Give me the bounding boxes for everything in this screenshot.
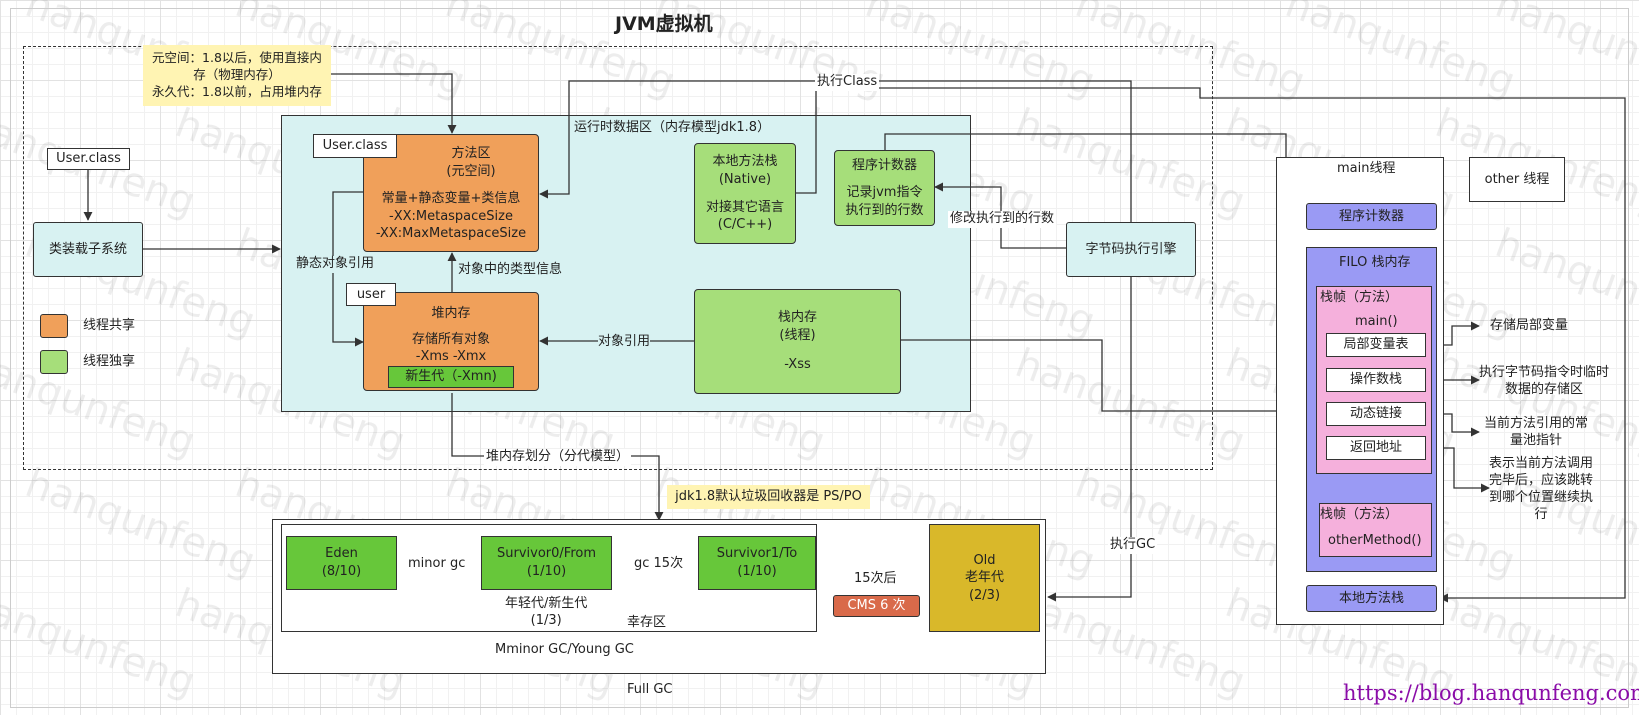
method-area-content: 常量+静态变量+类信息 -XX:MetaspaceSize -XX:MaxMet… <box>375 191 527 242</box>
survivor1-space: Survivor1/To (1/10) <box>698 536 816 590</box>
metaspace-note: 元空间：1.8以后，使用直接内 存（物理内存） 永久代：1.8以前，占用堆内存 <box>143 45 331 106</box>
edge-pc-main <box>884 133 1307 222</box>
after15-label: 15次后 <box>852 571 899 588</box>
user-class-file: User.class <box>47 148 130 170</box>
full-gc-label: Full GC <box>627 682 673 697</box>
edge-stack-main <box>900 339 1307 416</box>
survivor-label: 幸存区 <box>627 615 667 630</box>
runtime-data-area-label: 运行时数据区（内存模型jdk1.8） <box>574 120 771 135</box>
return-address: 返回地址 <box>1326 436 1426 460</box>
main-stack-title: FILO 栈内存 <box>1339 255 1411 270</box>
diagram-title: JVM虚拟机 <box>615 13 713 35</box>
frame-main-method: main() <box>1355 314 1398 329</box>
edge-exec-gc <box>1047 451 1132 602</box>
pc-title: 程序计数器 <box>851 157 917 173</box>
desc-operand: 执行字节码指令时临时 数据的存储区 <box>1479 365 1610 397</box>
gc-note: jdk1.8默认垃圾回收器是 PS/PO <box>667 485 870 509</box>
legend-private-swatch <box>40 350 68 374</box>
desc-dynamic-link: 当前方法引用的常 量池指针 <box>1484 416 1589 448</box>
edge-note-method <box>330 73 457 134</box>
heap-title: 堆内存 <box>431 306 471 321</box>
pc-content: 记录jvm指令 执行到的行数 <box>845 185 924 218</box>
class-loader-subsystem: 类装载子系统 <box>33 222 143 277</box>
young-gen-label: 年轻代/新生代 (1/3) <box>505 596 588 628</box>
stack-content: -Xss <box>784 357 811 373</box>
legend-shared-swatch <box>40 314 68 338</box>
legend-shared-label: 线程共享 <box>83 318 136 333</box>
other-thread: other 线程 <box>1469 157 1565 202</box>
native-method-stack: 本地方法栈 (Native) 对接其它语言 (C/C++) <box>694 143 796 244</box>
native-stack-content: 对接其它语言 (C/C++) <box>705 199 784 233</box>
dynamic-link: 动态链接 <box>1326 402 1426 426</box>
method-area-title: 方法区 (元空间) <box>446 146 496 179</box>
exec-gc-label: 执行GC <box>1108 537 1158 554</box>
edge-native-link <box>796 87 1626 603</box>
main-thread-title: main线程 <box>1337 161 1396 176</box>
frame-other-title: 栈帧（方法） <box>1320 507 1399 522</box>
operand-stack: 操作数栈 <box>1326 368 1426 392</box>
static-ref-label: 静态对象引用 <box>296 256 375 273</box>
main-pc: 程序计数器 <box>1306 203 1437 230</box>
edge-return-addr <box>1435 447 1490 493</box>
survivor0-space: Survivor0/From (1/10) <box>481 536 612 590</box>
heap-division-label: 堆内存划分（分代模型） <box>484 449 632 466</box>
minor-gc-area-label: Mminor GC/Young GC <box>495 642 634 657</box>
heap-tag: user <box>346 283 396 306</box>
minor-gc-label: minor gc <box>406 556 468 573</box>
local-var-table: 局部变量表 <box>1326 333 1426 357</box>
cms-badge: CMS 6 次 <box>833 595 920 617</box>
modify-line-label: 修改执行到的行数 <box>948 211 1057 228</box>
program-counter: 程序计数器 记录jvm指令 执行到的行数 <box>834 150 935 226</box>
source-url: https://blog.hanqunfeng.com <box>1343 681 1639 705</box>
frame-other <box>1319 503 1432 557</box>
outer-frame <box>10 8 1629 708</box>
bytecode-engine: 字节码执行引擎 <box>1066 222 1196 277</box>
stack-title: 栈内存 (线程) <box>777 310 817 343</box>
type-info-label: 对象中的类型信息 <box>458 262 563 277</box>
exec-class-label: 执行Class <box>815 74 880 91</box>
method-area-tag: User.class <box>313 134 397 158</box>
object-ref-label: 对象引用 <box>598 334 651 351</box>
heap-content: 存储所有对象 -Xms -Xmx <box>411 331 490 365</box>
gc15-label: gc 15次 <box>632 556 686 573</box>
stack-memory: 栈内存 (线程) -Xss <box>694 289 901 394</box>
edge-exec-class <box>539 80 1132 451</box>
eden-space: Eden (8/10) <box>286 536 397 590</box>
native-stack-title: 本地方法栈 (Native) <box>712 154 778 187</box>
main-native-stack: 本地方法栈 <box>1306 585 1437 612</box>
desc-local-var: 存储局部变量 <box>1490 318 1569 333</box>
jvm-boundary <box>23 46 1213 470</box>
legend-private-label: 线程独享 <box>83 354 136 369</box>
frame-other-method: otherMethod() <box>1328 533 1422 548</box>
desc-return-addr: 表示当前方法调用 完毕后，应该跳转 到哪个位置继续执 行 <box>1489 456 1594 522</box>
old-gen-space: Old 老年代 (2/3) <box>929 524 1040 632</box>
frame-main-title: 栈帧（方法） <box>1320 290 1399 305</box>
young-gen-tag: 新生代（-Xmn) <box>388 366 514 388</box>
